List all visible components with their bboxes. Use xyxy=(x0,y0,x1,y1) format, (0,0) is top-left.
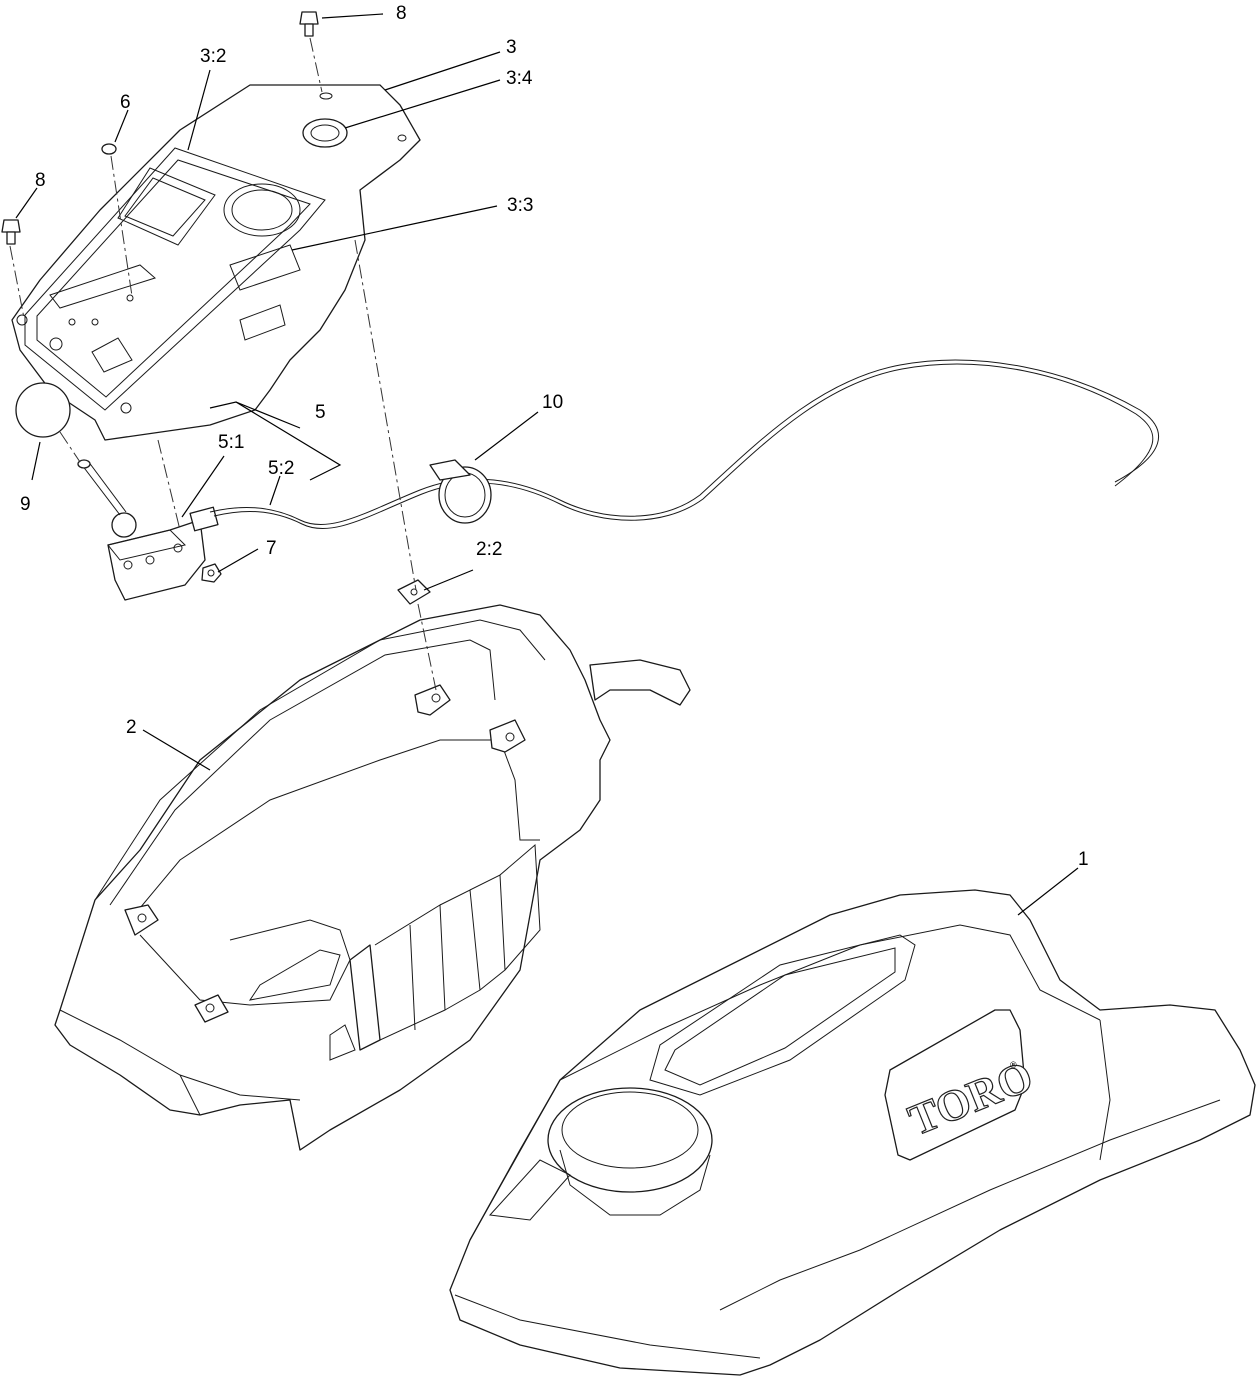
callout-3-2: 3:2 xyxy=(200,46,226,67)
callout-labels: 1 2 2:2 3 3:2 3:3 3:4 5 5:1 5:2 6 7 8 8 … xyxy=(20,3,1089,870)
part-2-console-housing xyxy=(54,604,691,1151)
leader-lines xyxy=(15,13,1079,916)
callout-2-2: 2:2 xyxy=(476,539,502,560)
callout-8-top: 8 xyxy=(396,3,407,24)
assembly-centerlines xyxy=(9,37,437,691)
part-6-plug xyxy=(101,143,117,155)
callout-2: 2 xyxy=(126,717,137,738)
callout-9: 9 xyxy=(20,494,31,515)
callout-5-2: 5:2 xyxy=(268,458,294,479)
part-5-switch-assembly xyxy=(77,359,1159,601)
callout-7: 7 xyxy=(266,538,277,559)
part-8-screw-left xyxy=(1,219,21,245)
callout-10: 10 xyxy=(542,392,563,413)
callout-8-left: 8 xyxy=(35,170,46,191)
part-10-cable-tie xyxy=(429,459,492,524)
part-8-screw-top xyxy=(299,11,319,37)
part-3-control-panel xyxy=(11,84,421,441)
callout-1: 1 xyxy=(1078,849,1089,870)
callout-3-3: 3:3 xyxy=(507,195,533,216)
part-2-2-clip-nut xyxy=(397,579,431,605)
callout-5: 5 xyxy=(315,402,326,423)
callout-3-4: 3:4 xyxy=(506,68,533,89)
part-1-console-cover: TORO ® xyxy=(449,889,1256,1376)
part-7-nut xyxy=(201,563,222,583)
callout-6: 6 xyxy=(120,92,131,113)
registered-mark: ® xyxy=(1010,1060,1017,1070)
part-9-knob xyxy=(15,382,71,438)
callout-5-1: 5:1 xyxy=(218,432,244,453)
callout-3: 3 xyxy=(506,37,517,58)
